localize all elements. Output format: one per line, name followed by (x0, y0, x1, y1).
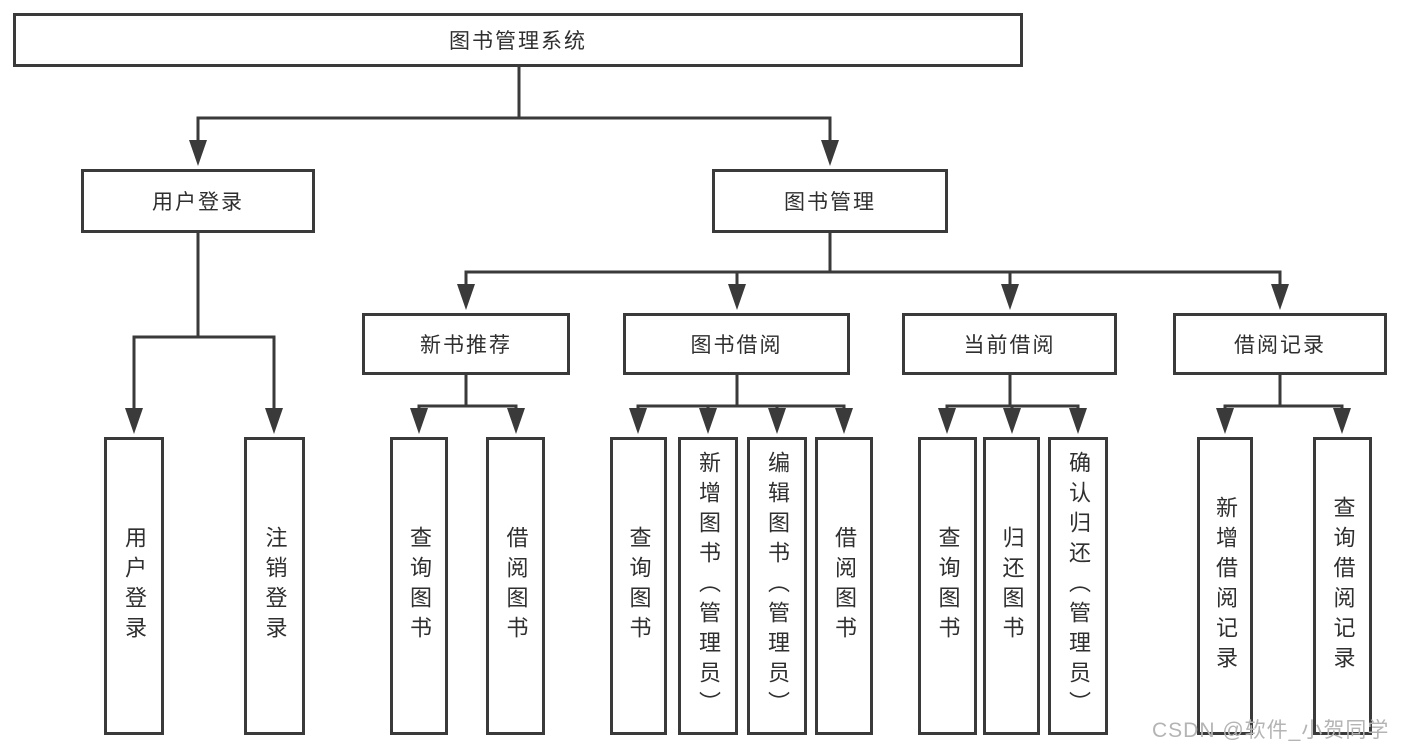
node-return-books: 归还图书 (983, 437, 1040, 735)
node-borrow-books-1: 借阅图书 (486, 437, 545, 735)
node-user-login: 用户登录 (104, 437, 164, 735)
node-query-books-1: 查询图书 (390, 437, 448, 735)
node-query-books-2: 查询图书 (610, 437, 667, 735)
node-add-books-admin: 新增图书（管理员） (678, 437, 738, 735)
node-label-borrow-books-2: 借阅图书 (832, 526, 857, 646)
node-current-borrowing: 当前借阅 (902, 313, 1117, 375)
node-label-add-borrow-record: 新增借阅记录 (1213, 496, 1238, 676)
node-label-book-management: 图书管理 (784, 191, 876, 214)
node-query-books-3: 查询图书 (918, 437, 977, 735)
node-label-root: 图书管理系统 (449, 30, 587, 53)
node-label-new-book-recommend: 新书推荐 (420, 334, 512, 357)
node-book-borrowing: 图书借阅 (623, 313, 850, 375)
node-label-user-login-module: 用户登录 (152, 191, 244, 214)
node-logout: 注销登录 (244, 437, 305, 735)
node-label-query-books-3: 查询图书 (935, 526, 961, 646)
node-label-add-books-admin: 新增图书（管理员） (696, 451, 721, 721)
node-borrow-books-2: 借阅图书 (815, 437, 873, 735)
node-label-current-borrowing: 当前借阅 (963, 334, 1056, 357)
node-label-book-borrowing: 图书借阅 (690, 334, 783, 357)
node-borrowing-records: 借阅记录 (1173, 313, 1387, 375)
node-user-login-module: 用户登录 (81, 169, 315, 233)
node-book-management: 图书管理 (712, 169, 948, 233)
node-query-borrow-record: 查询借阅记录 (1313, 437, 1372, 735)
node-root: 图书管理系统 (13, 13, 1023, 67)
csdn-watermark: CSDN @软件_小贺同学 (1152, 719, 1390, 742)
node-label-confirm-return-admin: 确认归还（管理员） (1066, 451, 1091, 721)
node-new-book-recommend: 新书推荐 (362, 313, 570, 375)
node-label-user-login: 用户登录 (122, 526, 147, 646)
node-add-borrow-record: 新增借阅记录 (1197, 437, 1253, 735)
node-label-logout: 注销登录 (262, 526, 288, 646)
node-label-query-books-2: 查询图书 (626, 526, 652, 646)
node-edit-books-admin: 编辑图书（管理员） (747, 437, 807, 735)
node-label-borrowing-records: 借阅记录 (1234, 334, 1326, 357)
node-label-query-books-1: 查询图书 (407, 526, 432, 646)
node-label-edit-books-admin: 编辑图书（管理员） (765, 451, 790, 721)
node-label-return-books: 归还图书 (999, 526, 1025, 646)
node-confirm-return-admin: 确认归还（管理员） (1048, 437, 1108, 735)
node-label-query-borrow-record: 查询借阅记录 (1330, 496, 1356, 676)
node-label-borrow-books-1: 借阅图书 (503, 526, 529, 646)
